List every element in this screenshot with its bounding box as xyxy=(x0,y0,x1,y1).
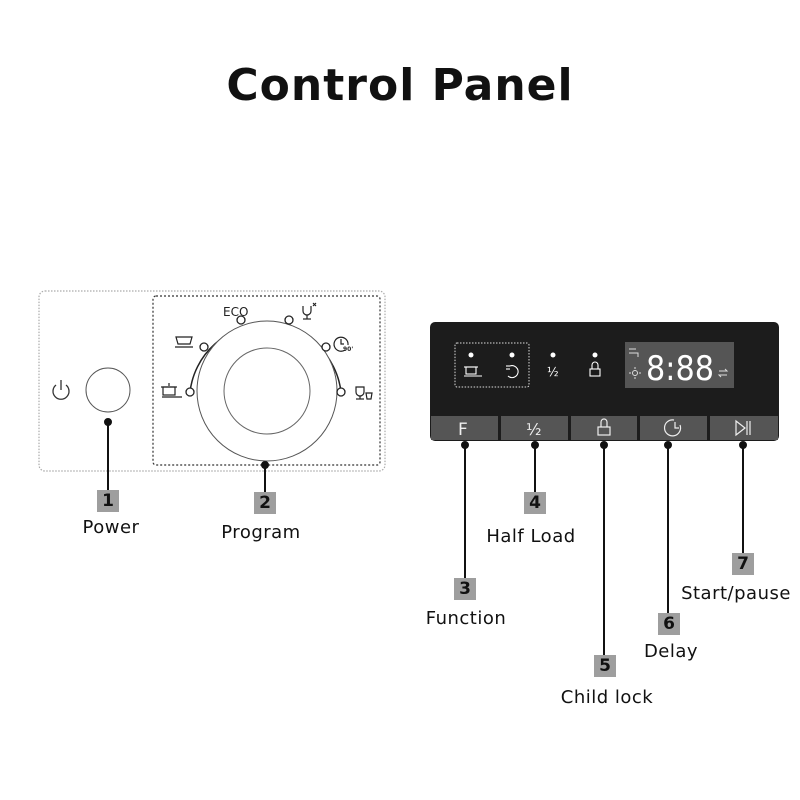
intensive-pot-icon xyxy=(161,383,182,398)
callout-number-6: 6 xyxy=(658,613,680,635)
program-dot xyxy=(284,315,294,325)
clock-90-icon xyxy=(333,336,349,352)
function-glyph: F xyxy=(458,420,468,440)
callout-label-function: Function xyxy=(425,608,507,629)
power-icon xyxy=(52,380,70,400)
program-area xyxy=(152,295,381,466)
leader-lines xyxy=(104,418,747,655)
function-button[interactable] xyxy=(431,416,498,440)
callout-label-half-load: Half Load xyxy=(486,526,576,547)
callout-label-program: Program xyxy=(221,522,301,543)
callout-number-4: 4 xyxy=(524,492,546,514)
callout-label-power: Power xyxy=(82,517,140,538)
program-dot xyxy=(199,342,209,352)
intensive-icon xyxy=(464,366,482,377)
callout-number-1: 1 xyxy=(97,490,119,512)
callout-label-delay: Delay xyxy=(643,641,699,662)
callout-number-3: 3 xyxy=(454,578,476,600)
display-digits: 8:88 xyxy=(646,349,714,389)
start-pause-button[interactable] xyxy=(710,416,778,440)
indicator-led xyxy=(550,352,556,358)
eco-label: ECO xyxy=(223,305,248,319)
button-panel: ½ 8:88 F ½ xyxy=(430,322,779,441)
program-dot xyxy=(336,387,346,397)
program-dot xyxy=(321,342,331,352)
dial-center xyxy=(223,347,311,435)
callout-label-child-lock: Child lock xyxy=(560,687,654,708)
indicator-led xyxy=(468,352,474,358)
glass-icon xyxy=(302,302,317,320)
indicator-led xyxy=(509,352,515,358)
repeat-icon xyxy=(717,368,729,378)
half-load-indicator: ½ xyxy=(547,365,559,379)
callout-number-5: 5 xyxy=(594,655,616,677)
salt-icon xyxy=(629,367,641,379)
program-dot xyxy=(185,387,195,397)
page-title: Control Panel xyxy=(226,60,574,111)
child-lock-icon xyxy=(589,361,601,377)
display xyxy=(625,342,734,388)
glass-cup-icon xyxy=(355,386,373,400)
clock-icon xyxy=(663,419,682,437)
half-load-glyph: ½ xyxy=(526,420,542,439)
callout-label-start-pause: Start/pause xyxy=(681,583,791,604)
function-group xyxy=(454,342,530,388)
child-lock-button[interactable] xyxy=(571,416,637,440)
power-button[interactable] xyxy=(85,367,131,413)
bowl-icon xyxy=(175,336,193,348)
program-dot xyxy=(236,315,246,325)
play-pause-icon xyxy=(735,419,751,437)
rinse-aid-icon xyxy=(629,348,639,357)
half-load-button[interactable] xyxy=(501,416,568,440)
quick-90-label: 90' xyxy=(343,346,353,353)
lock-icon xyxy=(597,418,611,436)
indicator-led xyxy=(592,352,598,358)
dial-panel: ECO 90' xyxy=(38,290,386,472)
callout-number-7: 7 xyxy=(732,553,754,575)
extra-dry-icon xyxy=(506,365,519,379)
callout-number-2: 2 xyxy=(254,492,276,514)
